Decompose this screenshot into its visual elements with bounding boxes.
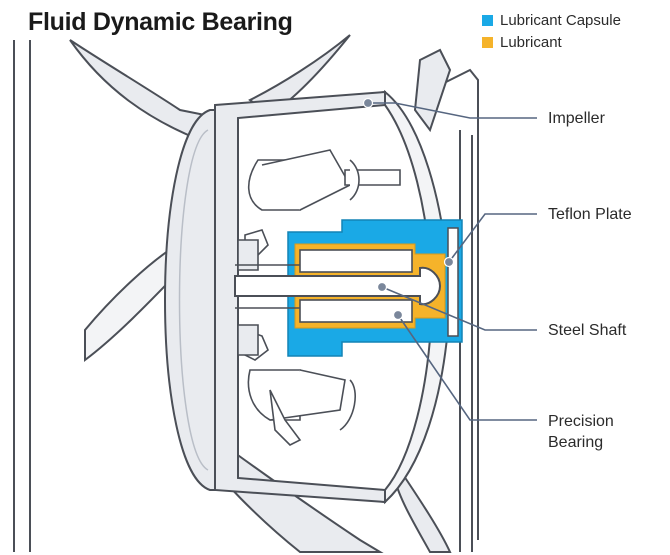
callout-teflon-plate: Teflon Plate xyxy=(548,204,632,225)
rotor-drum xyxy=(164,109,221,491)
callout-teflon-plate-text: Teflon Plate xyxy=(548,206,632,223)
legend-item-lubricant: Lubricant xyxy=(482,31,621,53)
fan-blades xyxy=(69,34,452,553)
diagram-title: Fluid Dynamic Bearing xyxy=(28,8,293,36)
motor-details xyxy=(237,149,401,446)
legend-label-lubricant: Lubricant xyxy=(500,33,562,51)
callout-precision-bearing-line-1: Precision xyxy=(548,413,614,430)
steel-shaft xyxy=(234,264,442,309)
callout-impeller-text: Impeller xyxy=(548,110,605,127)
legend-item-lubricant-capsule: Lubricant Capsule xyxy=(482,9,621,31)
legend-label-lubricant-capsule: Lubricant Capsule xyxy=(500,11,621,29)
legend-swatch-lubricant-capsule xyxy=(482,14,493,26)
callout-leaders xyxy=(368,102,537,421)
callout-impeller: Impeller xyxy=(548,108,605,129)
legend-swatch-lubricant xyxy=(482,36,493,48)
teflon-plate xyxy=(447,227,459,337)
callout-markers xyxy=(362,97,455,321)
callout-precision-bearing-line-2: Bearing xyxy=(548,434,604,451)
precision-bearing xyxy=(299,249,413,323)
impeller-housing xyxy=(214,89,452,505)
callout-steel-shaft-text: Steel Shaft xyxy=(548,322,627,339)
legend: Lubricant Capsule Lubricant xyxy=(482,9,621,53)
callout-precision-bearing: Precision Bearing xyxy=(548,411,614,453)
callout-steel-shaft: Steel Shaft xyxy=(548,320,626,341)
